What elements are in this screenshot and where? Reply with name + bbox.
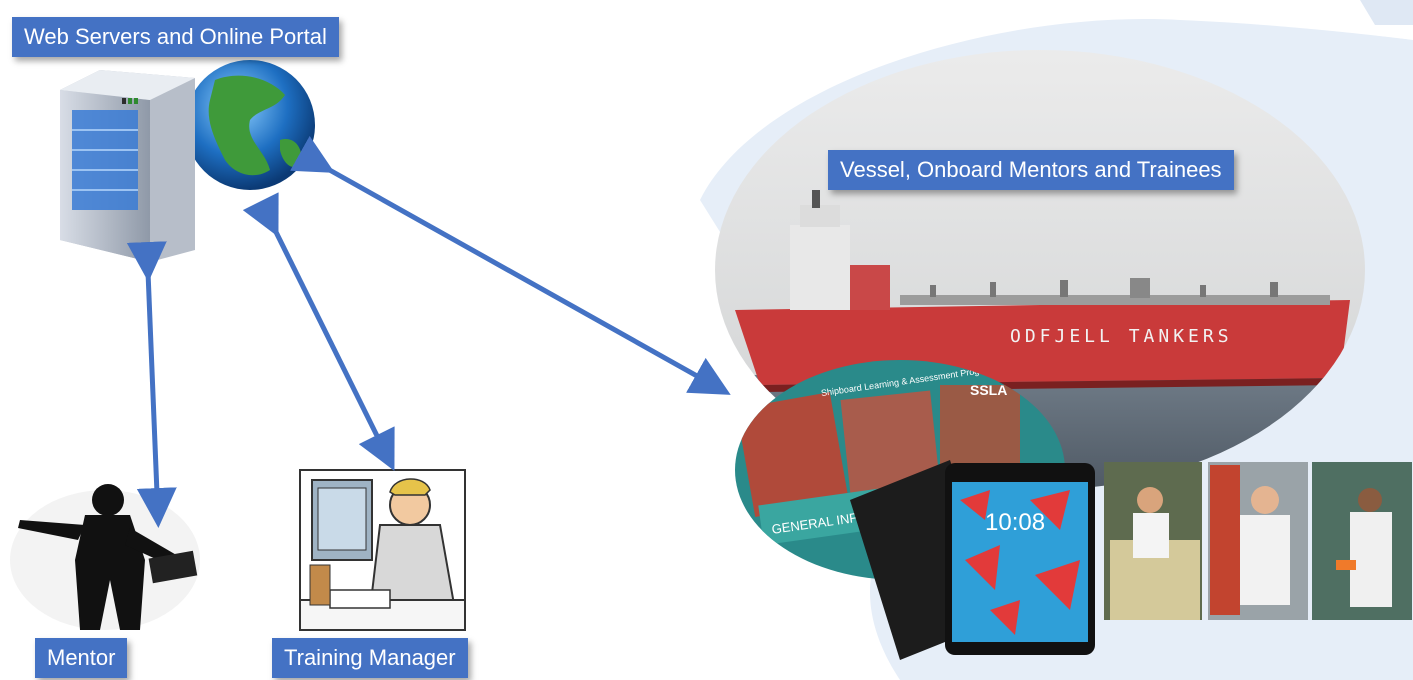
vessel-label: Vessel, Onboard Mentors and Trainees xyxy=(828,150,1234,190)
training-manager-label: Training Manager xyxy=(272,638,468,678)
web-servers-label: Web Servers and Online Portal xyxy=(12,17,339,57)
arrow-server-vessel xyxy=(290,135,731,395)
arrow-server-training-manager xyxy=(242,192,395,471)
crew-photo-2 xyxy=(1208,462,1308,620)
booklet-ssla-text: SSLA xyxy=(970,382,1007,398)
background-stripe xyxy=(1360,0,1413,25)
arrow-server-mentor xyxy=(126,241,177,528)
tablet-time: 10:08 xyxy=(985,509,1045,536)
server-globe-group xyxy=(60,60,315,262)
tablet-icon: 10:08 xyxy=(850,460,1095,660)
training-manager-figure-icon xyxy=(299,469,466,631)
globe-continent xyxy=(208,75,285,176)
mentor-label: Mentor xyxy=(35,638,128,678)
ship-name-text: ODFJELL TANKERS xyxy=(1010,326,1233,347)
crew-photo-3 xyxy=(1312,462,1412,620)
crew-photo-1 xyxy=(1104,462,1202,620)
mentor-silhouette-icon xyxy=(10,484,200,630)
server-icon xyxy=(60,70,195,262)
